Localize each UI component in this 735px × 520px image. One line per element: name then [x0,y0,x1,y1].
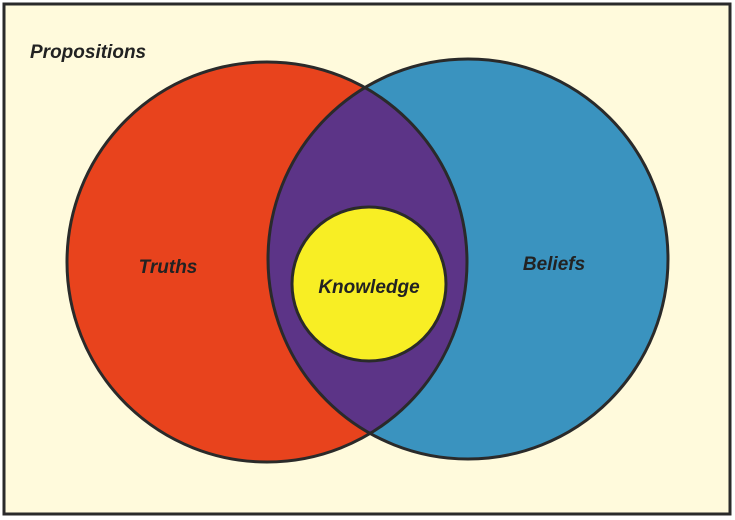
beliefs-label: Beliefs [523,254,585,275]
truths-label: Truths [139,257,198,278]
knowledge-label: Knowledge [318,277,420,298]
truths-outline [65,60,469,464]
knowledge-circle [290,205,448,363]
beliefs-outline [266,57,670,461]
propositions-label: Propositions [30,42,146,63]
